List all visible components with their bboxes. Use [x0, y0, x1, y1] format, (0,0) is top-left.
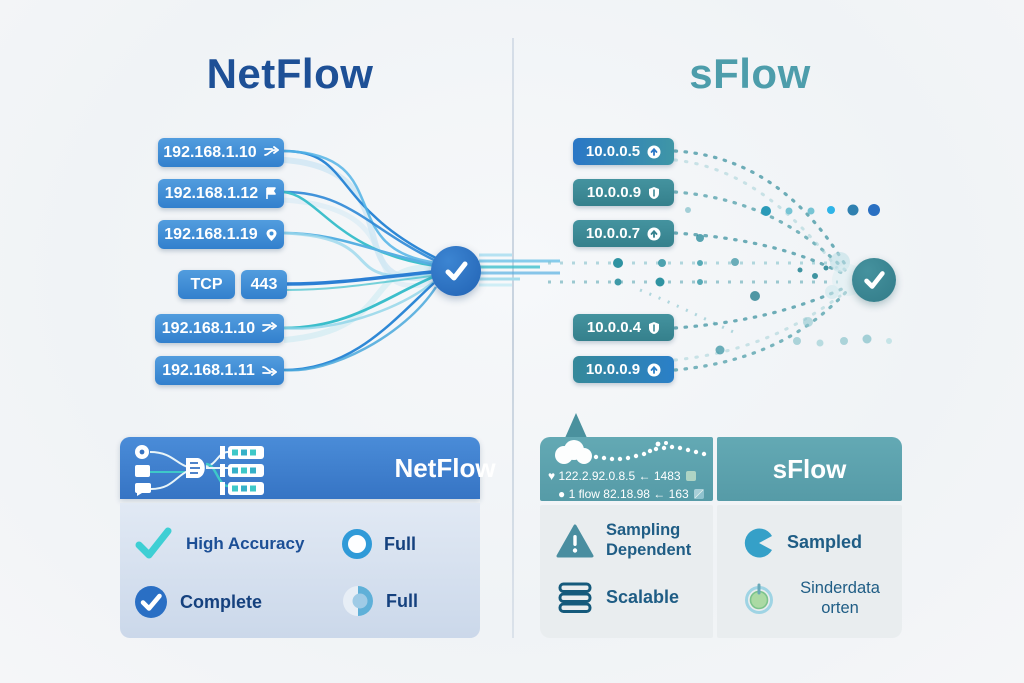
- feature-label: Full: [386, 590, 418, 611]
- node-label: 192.168.1.12: [164, 184, 259, 202]
- glow-circle-icon: [745, 583, 773, 614]
- netflow-node: 192.168.1.19: [158, 220, 284, 249]
- warning-triangle-icon: [556, 524, 594, 558]
- sflow-node: 10.0.0.9: [573, 179, 674, 206]
- pin-icon: [265, 228, 278, 242]
- chip-slash-icon: [693, 489, 704, 499]
- node-label: TCP: [190, 275, 223, 293]
- sflow-card-body-right: Sampled Sinderdata orten: [717, 505, 902, 638]
- netflow-node-port: 443: [241, 270, 287, 299]
- feature-label: Sampling Dependent: [606, 521, 692, 559]
- netflow-node: 192.168.1.10: [155, 314, 284, 343]
- netflow-card-header: NetFlow: [120, 437, 496, 499]
- sample-text-block: ♥ 122.2.92.0.8.5 ← 1483 ● 1 flow 82.18.9…: [548, 467, 704, 503]
- node-label: 10.0.0.7: [585, 225, 641, 242]
- node-label: 10.0.0.4: [586, 319, 642, 336]
- feature-label: Complete: [180, 591, 263, 612]
- stack-icon: [558, 582, 592, 613]
- node-label: 192.168.1.11: [162, 361, 255, 379]
- netflow-title: NetFlow: [206, 50, 374, 97]
- sflow-node: 10.0.0.7: [573, 220, 674, 247]
- sample-line-2: ● 1 flow 82.18.98 ← 163: [558, 485, 704, 503]
- sflow-card-header: sFlow: [717, 437, 902, 501]
- sflow-node: 10.0.0.5: [573, 138, 674, 165]
- netflow-node: 192.168.1.12: [158, 179, 284, 208]
- feature-sampling-dependent: Sampling Dependent: [556, 521, 706, 561]
- ring-icon: [342, 529, 372, 559]
- feature-full-1: Full: [342, 529, 416, 559]
- feature-label: Full: [384, 533, 416, 554]
- sflow-node: 10.0.0.4: [573, 314, 674, 341]
- arrow-up-circle-icon: [647, 145, 661, 159]
- shield-icon: [648, 186, 660, 200]
- netflow-node: 192.168.1.10: [158, 138, 284, 167]
- node-label: 10.0.0.5: [585, 143, 641, 160]
- shield-icon: [648, 321, 660, 335]
- node-label: 192.168.1.10: [161, 319, 256, 337]
- arrow-up-circle-icon: [647, 363, 661, 377]
- flag-icon: [265, 187, 277, 200]
- node-label: 10.0.0.9: [586, 184, 642, 201]
- sflow-card-body-left: Sampling Dependent Scalable: [540, 505, 713, 638]
- node-label: 192.168.1.19: [164, 225, 258, 243]
- dotted-arc-icon: [555, 440, 707, 464]
- node-label: 443: [250, 275, 278, 293]
- merge-arrows-icon: [263, 146, 279, 159]
- sample-text: ♥ 122.2.92.0.8.5 ← 1483: [548, 469, 681, 483]
- netflow-card-title: NetFlow: [394, 452, 496, 483]
- feature-label: Sampled: [787, 532, 863, 553]
- merge-arrows-icon: [262, 322, 278, 335]
- netflow-collector-check-icon: [431, 246, 481, 296]
- feature-scalable: Scalable: [556, 581, 679, 615]
- feature-label: High Accuracy: [186, 534, 305, 553]
- sample-text: ● 1 flow 82.18.98 ← 163: [558, 487, 689, 501]
- chip-icon: [685, 471, 696, 481]
- merge-arrows-icon: [261, 364, 277, 377]
- sflow-card-title: sFlow: [772, 453, 847, 484]
- sample-line-1: ♥ 122.2.92.0.8.5 ← 1483: [548, 467, 704, 485]
- netflow-node-tcp: TCP: [178, 270, 235, 299]
- pie-sampled-icon: [744, 528, 772, 558]
- netflow-node: 192.168.1.11: [155, 356, 284, 385]
- feature-sinderdata: Sinderdata orten: [743, 579, 893, 619]
- sflow-collector-check-icon: [852, 258, 896, 302]
- arrow-up-circle-icon: [647, 227, 661, 241]
- center-divider: [512, 38, 514, 638]
- check-teal-icon: [135, 527, 172, 559]
- feature-high-accuracy: High Accuracy: [134, 527, 304, 561]
- node-label: 192.168.1.10: [163, 143, 257, 161]
- feature-complete: Complete: [134, 585, 262, 619]
- feature-sampled: Sampled: [743, 527, 862, 559]
- netflow-card-body: High Accuracy Full Complete Full: [120, 503, 480, 638]
- feature-label: Scalable: [606, 587, 680, 608]
- sflow-node: 10.0.0.9: [573, 356, 674, 383]
- sflow-card-sample-panel: ♥ 122.2.92.0.8.5 ← 1483 ● 1 flow 82.18.9…: [540, 437, 713, 501]
- half-circle-icon: [343, 586, 373, 616]
- netflow-mini-diagram-icon: [135, 445, 264, 496]
- node-label: 10.0.0.9: [585, 361, 641, 378]
- check-circle-blue-icon: [135, 586, 167, 618]
- feature-full-2: Full: [342, 585, 418, 617]
- feature-label: Sinderdata orten: [800, 579, 880, 617]
- sflow-title: sFlow: [689, 50, 811, 97]
